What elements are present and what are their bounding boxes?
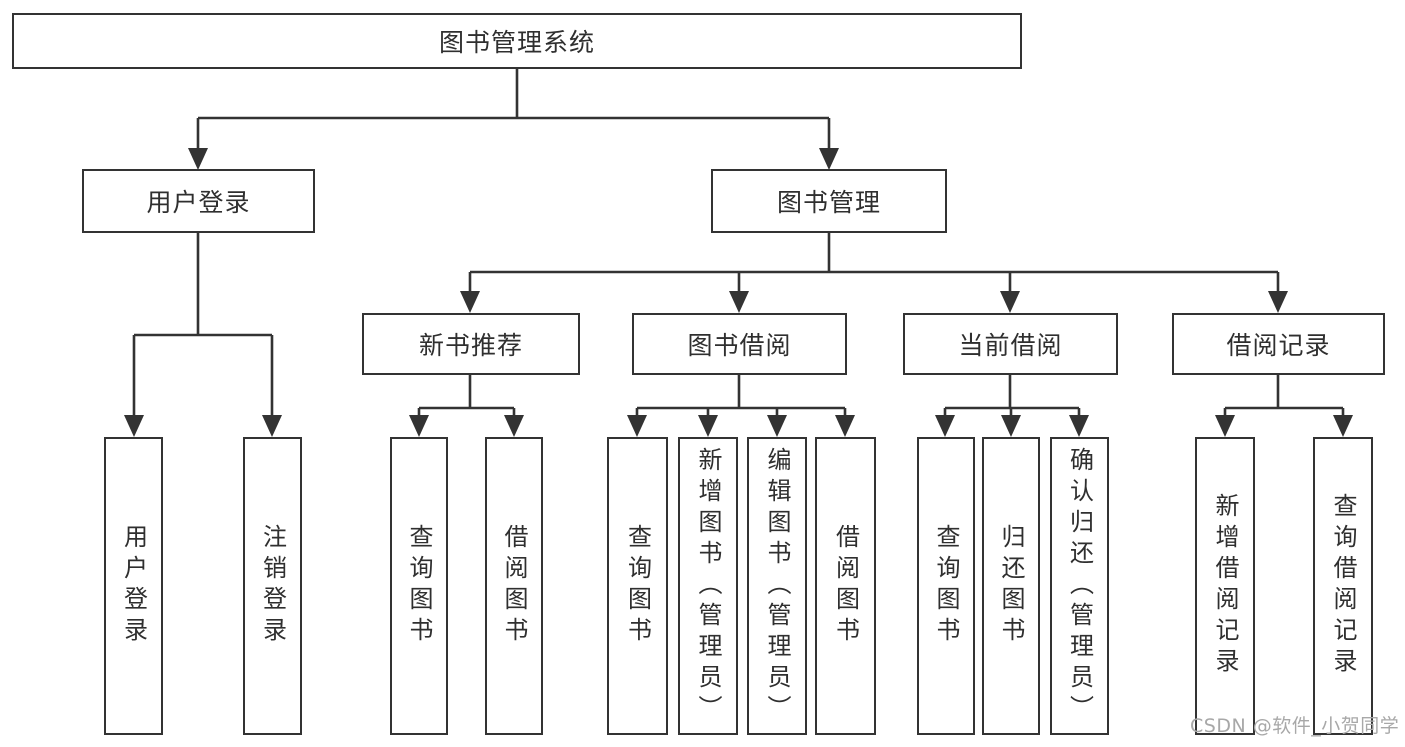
connector-current-borrow-to-leaves: [943, 375, 1081, 417]
leaf-label: 查询图书: [932, 524, 960, 648]
leaf-label: 借阅图书: [831, 524, 860, 648]
leaf-query-book: 查询图书: [390, 437, 448, 735]
leaf-label: 新增图书（管理员）: [694, 446, 722, 726]
arrowhead-down-icon: [627, 415, 647, 437]
arrowhead-down-icon: [1333, 415, 1353, 437]
arrowhead-down-icon: [935, 415, 955, 437]
arrowhead-down-icon: [1001, 415, 1021, 437]
leaf-add-book-admin: 新增图书（管理员）: [678, 437, 738, 735]
connector-new-book-to-leaves: [417, 375, 516, 417]
leaf-label: 归还图书: [997, 524, 1025, 648]
arrowhead-down-icon: [262, 415, 282, 437]
leaf-query-book: 查询图书: [607, 437, 668, 735]
node-book-borrow: 图书借阅: [632, 313, 847, 375]
leaf-label: 注销登录: [258, 524, 287, 648]
leaf-add-borrow-record: 新增借阅记录: [1195, 437, 1255, 735]
arrowhead-down-icon: [409, 415, 429, 437]
node-borrow-record: 借阅记录: [1172, 313, 1385, 375]
node-user-login: 用户登录: [82, 169, 315, 233]
node-new-book-recommend: 新书推荐: [362, 313, 580, 375]
node-label: 用户登录: [146, 188, 251, 217]
arrowhead-down-icon: [1069, 415, 1089, 437]
connector-user-login-to-leaves: [132, 233, 274, 417]
leaf-logout: 注销登录: [243, 437, 302, 735]
csdn-watermark: CSDN @软件_小贺同学: [1190, 715, 1400, 737]
arrowhead-down-icon: [698, 415, 718, 437]
node-label: 图书借阅: [687, 331, 792, 360]
leaf-edit-book-admin: 编辑图书（管理员）: [747, 437, 807, 735]
arrowhead-down-icon: [819, 148, 839, 170]
leaf-borrow-book: 借阅图书: [815, 437, 876, 735]
leaf-query-borrow-record: 查询借阅记录: [1313, 437, 1373, 735]
arrowhead-down-icon: [835, 415, 855, 437]
arrowhead-down-icon: [1215, 415, 1235, 437]
leaf-confirm-return-admin: 确认归还（管理员）: [1050, 437, 1109, 735]
arrowhead-down-icon: [767, 415, 787, 437]
arrowhead-down-icon: [504, 415, 524, 437]
leaf-label: 借阅图书: [500, 524, 528, 648]
node-root-label: 图书管理系统: [438, 28, 595, 57]
leaf-label: 编辑图书（管理员）: [763, 446, 791, 726]
leaf-label: 新增借阅记录: [1211, 493, 1239, 679]
connector-book-borrow-to-leaves: [635, 375, 847, 417]
leaf-borrow-book: 借阅图书: [485, 437, 543, 735]
leaf-label: 查询图书: [405, 524, 433, 648]
node-label: 当前借阅: [958, 331, 1063, 360]
leaf-label: 确认归还（管理员）: [1065, 446, 1094, 726]
leaf-label: 查询图书: [623, 524, 652, 648]
connector-book-mgmt-to-level3: [468, 233, 1280, 293]
node-label: 图书管理: [776, 188, 881, 217]
leaf-query-book: 查询图书: [917, 437, 975, 735]
node-root: 图书管理系统: [12, 13, 1022, 69]
arrowhead-layer: [124, 148, 1353, 437]
connector-root-to-level2: [196, 68, 831, 150]
node-label: 借阅记录: [1226, 331, 1331, 360]
arrowhead-down-icon: [1000, 291, 1020, 313]
arrowhead-down-icon: [1268, 291, 1288, 313]
node-book-management: 图书管理: [711, 169, 947, 233]
arrowhead-down-icon: [124, 415, 144, 437]
leaf-return-book: 归还图书: [982, 437, 1040, 735]
arrowhead-down-icon: [729, 291, 749, 313]
leaf-user-login: 用户登录: [104, 437, 163, 735]
leaf-label: 用户登录: [119, 524, 148, 648]
arrowhead-down-icon: [460, 291, 480, 313]
node-current-borrow: 当前借阅: [903, 313, 1118, 375]
node-label: 新书推荐: [418, 331, 523, 360]
leaf-label: 查询借阅记录: [1329, 493, 1357, 679]
connector-borrow-record-to-leaves: [1223, 375, 1345, 417]
arrowhead-down-icon: [188, 148, 208, 170]
